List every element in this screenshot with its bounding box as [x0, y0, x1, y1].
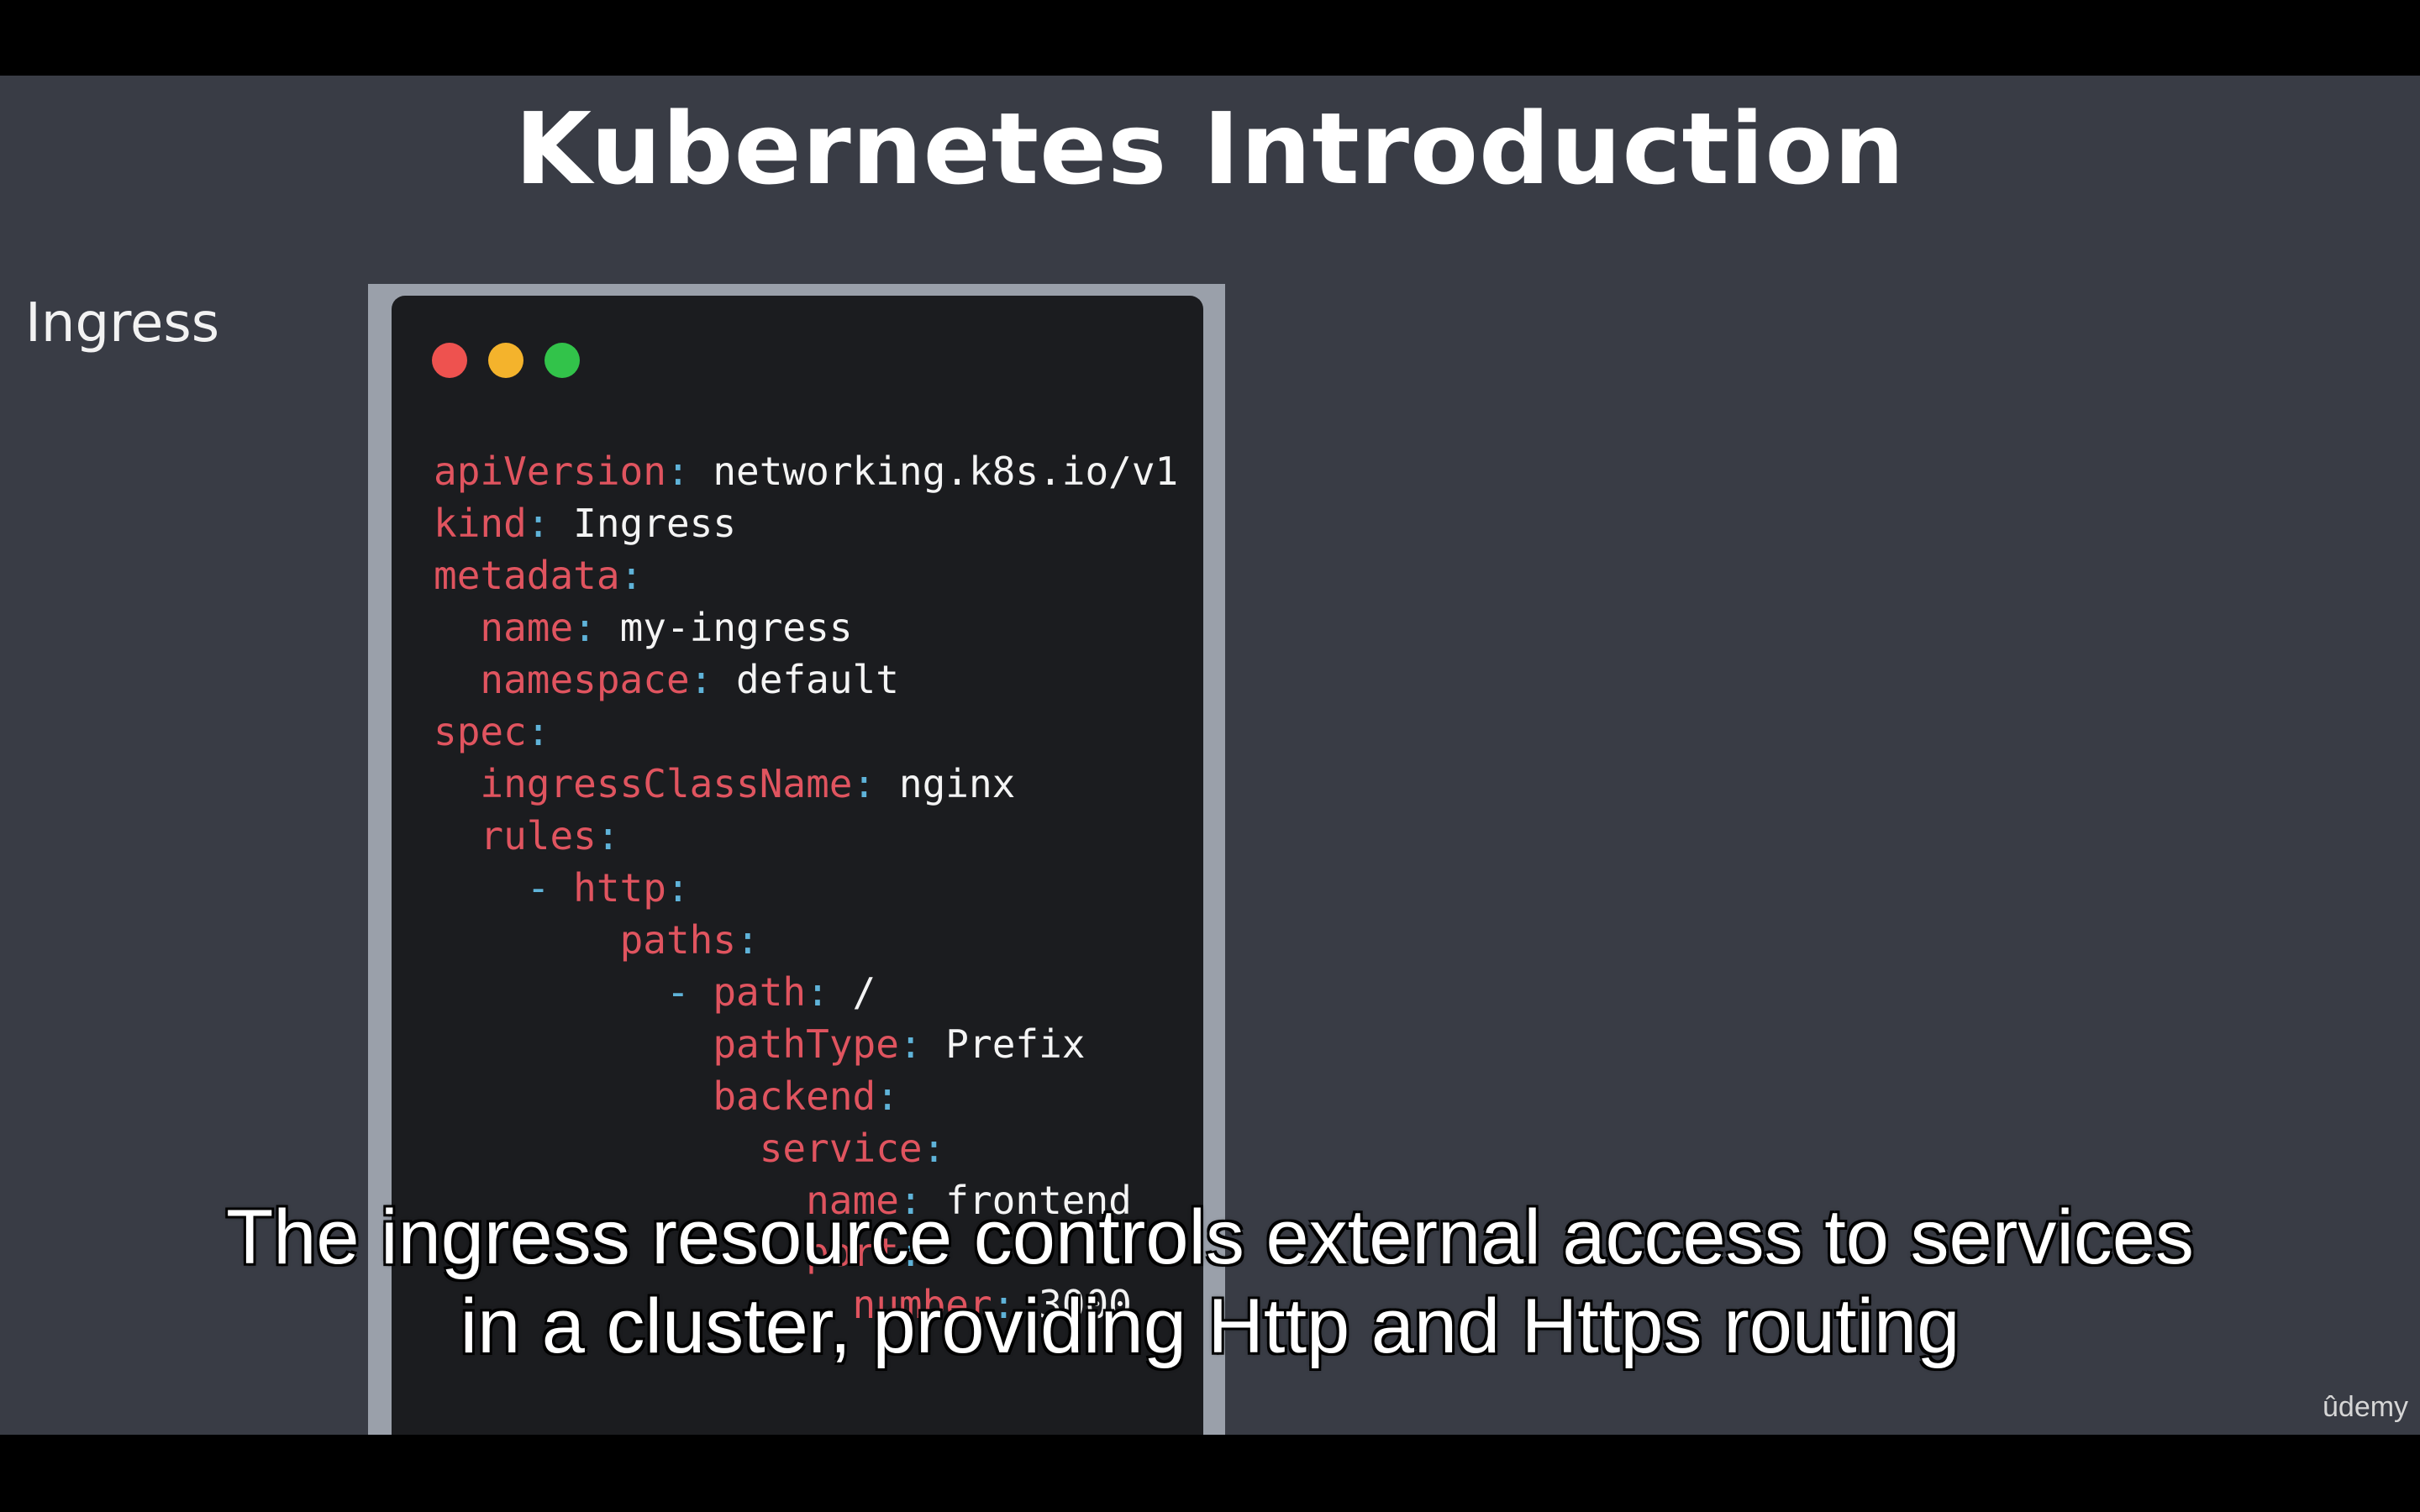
- code-line: spec:: [434, 706, 1178, 758]
- code-colon: :: [992, 1282, 1016, 1327]
- code-key: name: [480, 605, 574, 650]
- code-key: number: [852, 1282, 992, 1327]
- code-key: path: [713, 969, 807, 1015]
- code-value: /: [829, 969, 876, 1015]
- maximize-dot-icon: [544, 343, 580, 378]
- code-line: paths:: [434, 914, 1178, 966]
- code-colon: :: [526, 501, 550, 546]
- code-colon: :: [736, 917, 760, 963]
- code-indent: [434, 1021, 713, 1067]
- subtitle-line-2: in a cluster, providing Http and Https r…: [460, 1284, 1960, 1369]
- minimize-dot-icon: [488, 343, 523, 378]
- code-key: kind: [434, 501, 527, 546]
- code-key: rules: [480, 813, 597, 858]
- code-value: networking.k8s.io/v1: [689, 449, 1179, 494]
- code-colon: :: [922, 1126, 946, 1171]
- code-colon: :: [876, 1074, 899, 1119]
- code-value: my-ingress: [596, 605, 853, 650]
- code-line: - http:: [434, 862, 1178, 914]
- code-colon: :: [898, 1178, 923, 1223]
- code-value: Prefix: [922, 1021, 1086, 1067]
- code-colon: :: [852, 761, 876, 806]
- slide: Kubernetes Introduction Ingress apiVersi…: [0, 76, 2420, 1435]
- code-line: namespace: default: [434, 654, 1178, 706]
- code-key: http: [573, 865, 666, 911]
- code-value: Ingress: [550, 501, 737, 546]
- code-indent: [434, 1074, 713, 1119]
- code-indent: -: [434, 969, 713, 1015]
- code-key: spec: [434, 709, 527, 754]
- code-colon: :: [898, 1021, 923, 1067]
- code-line: ingressClassName: nginx: [434, 758, 1178, 810]
- udemy-logo: ûdemy: [2323, 1391, 2409, 1423]
- code-key: namespace: [480, 657, 690, 702]
- code-key: apiVersion: [434, 449, 666, 494]
- code-indent: [434, 605, 480, 650]
- code-colon: :: [898, 1230, 923, 1275]
- code-key: paths: [619, 917, 737, 963]
- code-key: service: [759, 1126, 923, 1171]
- code-indent: [434, 917, 620, 963]
- code-key: name: [806, 1178, 899, 1223]
- subtitle-caption: The ingress resource controls external a…: [0, 1193, 2420, 1371]
- code-line: name: my-ingress: [434, 601, 1178, 654]
- code-colon: :: [689, 657, 713, 702]
- code-line: kind: Ingress: [434, 497, 1178, 549]
- code-colon: :: [806, 969, 829, 1015]
- subtitle-line-1: The ingress resource controls external a…: [226, 1194, 2194, 1280]
- code-key: backend: [713, 1074, 876, 1119]
- code-line: service:: [434, 1122, 1178, 1174]
- code-line: metadata:: [434, 549, 1178, 601]
- code-line: - path: /: [434, 966, 1178, 1018]
- code-key: ingressClassName: [480, 761, 853, 806]
- code-value: frontend: [922, 1178, 1132, 1223]
- code-value: default: [713, 657, 899, 702]
- slide-title: Kubernetes Introduction: [514, 91, 1906, 207]
- code-line: port:: [434, 1226, 1178, 1278]
- code-colon: :: [666, 865, 690, 911]
- code-line: apiVersion: networking.k8s.io/v1: [434, 445, 1178, 497]
- code-line: name: frontend: [434, 1174, 1178, 1226]
- code-key: metadata: [434, 553, 620, 598]
- code-indent: [434, 813, 480, 858]
- code-line: pathType: Prefix: [434, 1018, 1178, 1070]
- code-colon: :: [526, 709, 550, 754]
- letterbox-bottom: [0, 1435, 2420, 1512]
- code-value: nginx: [876, 761, 1016, 806]
- letterbox-top: [0, 0, 2420, 76]
- code-value: 3000: [1015, 1282, 1132, 1327]
- code-line: backend:: [434, 1070, 1178, 1122]
- code-key: pathType: [713, 1021, 899, 1067]
- code-key: port: [806, 1230, 899, 1275]
- code-colon: :: [596, 813, 620, 858]
- code-line: rules:: [434, 810, 1178, 862]
- section-label: Ingress: [25, 292, 220, 354]
- code-indent: [434, 1126, 760, 1171]
- close-dot-icon: [432, 343, 467, 378]
- code-colon: :: [619, 553, 644, 598]
- code-colon: :: [666, 449, 690, 494]
- code-indent: [434, 657, 480, 702]
- code-colon: :: [573, 605, 597, 650]
- code-line: number: 3000: [434, 1278, 1178, 1331]
- code-indent: -: [434, 865, 574, 911]
- code-indent: [434, 761, 480, 806]
